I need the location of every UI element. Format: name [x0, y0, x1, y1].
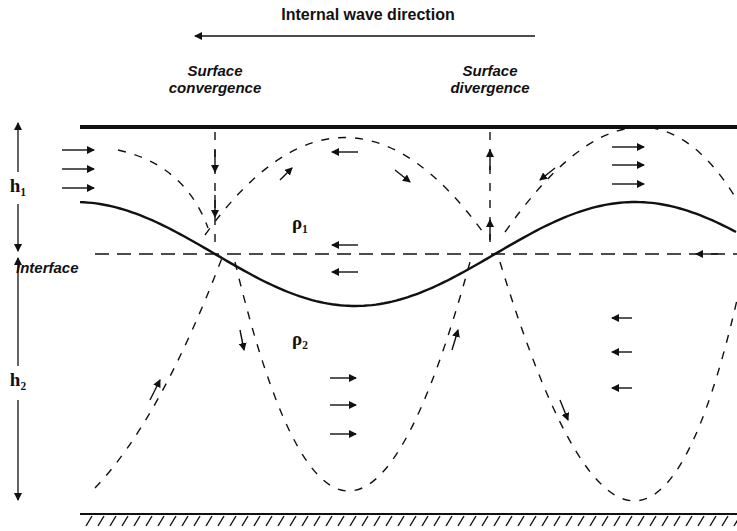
depth-label: h₂ — [8, 369, 28, 391]
depth-label: h₁ — [8, 175, 28, 197]
density-label: ρ₂ — [290, 328, 310, 350]
density-label: ρ₁ — [290, 212, 310, 234]
surface-label: Surface convergence — [165, 62, 265, 97]
interface-label: Interface — [16, 259, 79, 276]
heading-label: Internal wave direction — [281, 6, 454, 24]
surface-label: Surface divergence — [440, 62, 540, 97]
